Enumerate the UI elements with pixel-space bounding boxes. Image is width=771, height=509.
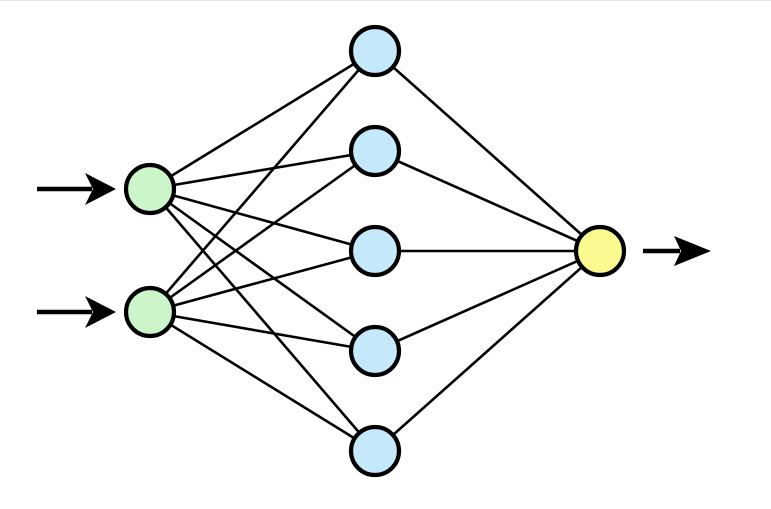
output-arrow-1-head-icon: [674, 236, 711, 266]
input-arrow-1-head-icon: [85, 173, 116, 205]
edge-h5-o1: [374, 250, 601, 452]
edge-i2-h4: [149, 310, 376, 353]
edge-i2-h3: [149, 249, 376, 314]
node-h2[interactable]: [348, 124, 402, 178]
edge-i2-h1: [149, 50, 376, 313]
node-h3[interactable]: [348, 224, 402, 278]
node-i2[interactable]: [123, 285, 177, 339]
input-arrow-2-head-icon: [85, 296, 116, 328]
input-layer: [123, 162, 177, 339]
edge-i1-h3: [149, 187, 376, 253]
input-arrow-2: [37, 296, 116, 328]
edge-i1-h2: [149, 149, 376, 191]
node-h1[interactable]: [348, 24, 402, 78]
nodes-group: [123, 24, 627, 478]
output-layer: [573, 224, 627, 278]
edge-h1-o1: [374, 50, 601, 252]
output-arrow-1: [643, 236, 711, 266]
edges-group: [149, 49, 601, 453]
node-o1[interactable]: [573, 224, 627, 278]
hidden-layer: [348, 24, 402, 478]
edge-i2-h2: [149, 149, 376, 314]
edge-i1-h5: [149, 188, 376, 452]
edge-i2-h5: [149, 310, 376, 453]
node-h4[interactable]: [348, 324, 402, 378]
node-i1[interactable]: [123, 162, 177, 216]
edge-i1-h1: [149, 49, 376, 191]
edge-h4-o1: [374, 249, 601, 353]
edge-h2-o1: [374, 149, 601, 253]
edge-i1-h4: [149, 187, 376, 353]
input-arrow-1: [37, 173, 116, 205]
io-arrows-group: [37, 173, 711, 328]
node-h5[interactable]: [348, 424, 402, 478]
